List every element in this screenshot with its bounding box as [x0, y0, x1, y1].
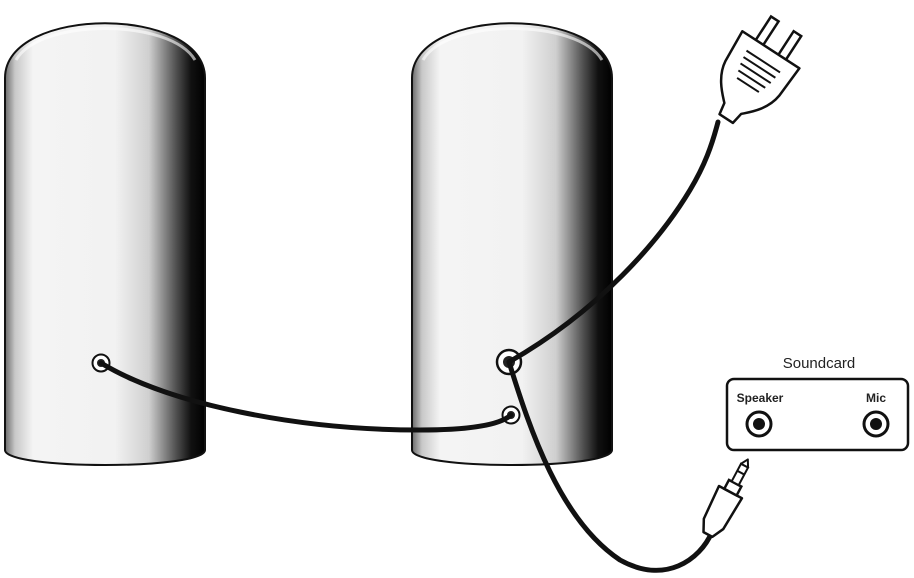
soundcard-speaker-port[interactable] — [745, 410, 773, 438]
power-cable — [506, 119, 721, 365]
right-speaker — [411, 22, 613, 466]
soundcard-panel: Soundcard Speaker Mic — [725, 355, 910, 452]
audio-jack-plug-icon — [702, 458, 750, 539]
speaker-link-cable — [98, 360, 514, 433]
left-speaker — [4, 22, 206, 466]
mic-port-label: Mic — [866, 391, 886, 405]
speaker-port-label: Speaker — [737, 391, 784, 405]
soundcard-title: Soundcard — [783, 355, 856, 372]
audio-cable — [506, 359, 715, 573]
soundcard-mic-port[interactable] — [862, 410, 890, 438]
power-plug-icon — [718, 14, 803, 125]
